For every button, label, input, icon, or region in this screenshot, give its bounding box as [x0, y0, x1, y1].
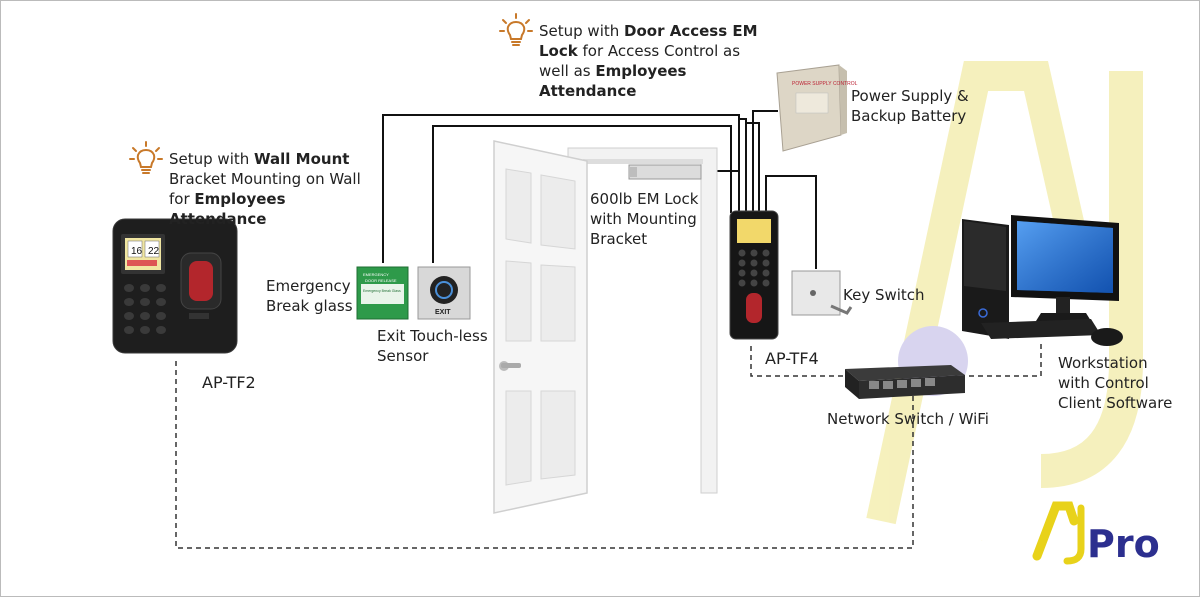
exit-sensor-label: Exit Touch-less Sensor	[377, 326, 488, 366]
lightbulb-icon	[499, 13, 533, 46]
power-supply-label: Power Supply & Backup Battery	[851, 86, 969, 126]
setup-door-bold3: Employees	[595, 62, 687, 80]
keypad-key	[156, 298, 166, 306]
clock-minute: 22	[148, 246, 160, 257]
exit-button-label: EXIT	[435, 309, 451, 316]
exit-sensor-line1: Exit Touch-less	[377, 327, 488, 345]
fingerprint-sensor-icon	[189, 261, 213, 301]
setup-door-bold2: Lock	[539, 42, 578, 60]
network-wiring	[175, 341, 1042, 549]
power-supply-box: POWER SUPPLY CONTROL	[776, 64, 858, 152]
keypad-key	[156, 284, 166, 292]
break-glass-top-text: EMERGENCY	[363, 272, 389, 277]
break-glass-device: EMERGENCY DOOR RELEASE Emergency Break G…	[356, 266, 409, 320]
setup-door-mid: for Access Control as	[577, 42, 741, 60]
key-switch-label: Key Switch	[843, 286, 925, 304]
em-lock-line2: with Mounting	[590, 210, 697, 228]
em-lock-line1: 600lb EM Lock	[590, 190, 699, 208]
emergency-line2: Break glass	[266, 297, 353, 315]
keypad-key	[750, 249, 758, 257]
keypad-key	[140, 312, 150, 320]
workstation-line3: Client Software	[1058, 394, 1173, 412]
network-switch-device	[845, 326, 968, 399]
setup-wall-note: Setup with Wall Mount Bracket Mounting o…	[169, 149, 379, 229]
wiring	[382, 110, 817, 269]
keypad-key	[762, 259, 770, 267]
keypad-key	[762, 279, 770, 287]
setup-wall-bold1: Wall Mount	[254, 150, 350, 168]
keypad-key	[124, 284, 134, 292]
keypad-key	[124, 312, 134, 320]
keypad-key	[140, 284, 150, 292]
door	[493, 140, 588, 514]
ap-tf4-label: AP-TF4	[765, 349, 819, 368]
exit-sensor-device: EXIT	[417, 266, 471, 320]
keypad-key	[762, 269, 770, 277]
keypad-key	[140, 298, 150, 306]
lightbulb-icon	[129, 141, 163, 174]
workstation-label: Workstation with Control Client Software	[1058, 353, 1172, 413]
setup-door-pre: Setup with	[539, 22, 625, 40]
keypad-key	[156, 312, 166, 320]
keypad-key	[124, 298, 134, 306]
network-switch-label: Network Switch / WiFi	[827, 410, 989, 428]
break-glass-sub-text: DOOR RELEASE	[365, 278, 397, 283]
keypad-key	[762, 249, 770, 257]
setup-door-bold1: Door Access EM	[624, 22, 758, 40]
keypad-key	[738, 279, 746, 287]
setup-door-bold4: Attendance	[539, 82, 637, 100]
keypad-key	[738, 269, 746, 277]
workstation-device	[962, 215, 1123, 346]
workstation-line1: Workstation	[1058, 354, 1148, 372]
setup-door-line3: well as	[539, 62, 596, 80]
watermark: AJ	[866, 61, 1143, 542]
em-lock-label: 600lb EM Lock with Mounting Bracket	[590, 189, 698, 249]
workstation-line2: with Control	[1058, 374, 1149, 392]
keypad-key	[750, 269, 758, 277]
ap-tf2-label: AP-TF2	[202, 373, 256, 392]
keypad-key	[738, 249, 746, 257]
setup-door-note: Setup with Door Access EM Lock for Acces…	[539, 21, 769, 101]
key-switch-device	[791, 270, 853, 316]
setup-wall-line3: for	[169, 190, 195, 208]
logo-text: Pro	[1087, 522, 1160, 566]
watermark-text: AJ	[981, 539, 983, 542]
emergency-line1: Emergency	[266, 277, 351, 295]
em-lock	[628, 164, 702, 180]
keypad-key	[750, 279, 758, 287]
ap-tf4-device	[729, 210, 779, 340]
setup-wall-bold2: Employees Attendance	[169, 190, 286, 228]
em-lock-line3: Bracket	[590, 230, 648, 248]
break-glass-mid-text: Emergency Break Glass	[363, 289, 401, 293]
emergency-label: Emergency Break glass	[266, 276, 353, 316]
setup-wall-line2: Bracket Mounting on Wall	[169, 170, 361, 188]
power-icon	[978, 308, 988, 318]
power-supply-line1: Power Supply &	[851, 87, 969, 105]
ap-tf2-device: 16 22	[112, 218, 238, 354]
keypad-key	[156, 326, 166, 334]
brand-logo: Pro	[1032, 501, 1160, 566]
power-box-label: POWER SUPPLY CONTROL	[792, 81, 858, 87]
keypad-key	[140, 326, 150, 334]
tf4-fingerprint-icon	[746, 293, 762, 323]
power-supply-line2: Backup Battery	[851, 107, 967, 125]
setup-wall-pre: Setup with	[169, 150, 255, 168]
exit-sensor-line2: Sensor	[377, 347, 429, 365]
keypad-key	[124, 326, 134, 334]
keypad-key	[750, 259, 758, 267]
clock-hour: 16	[131, 246, 143, 257]
key-icon	[830, 304, 853, 315]
keypad-key	[738, 259, 746, 267]
